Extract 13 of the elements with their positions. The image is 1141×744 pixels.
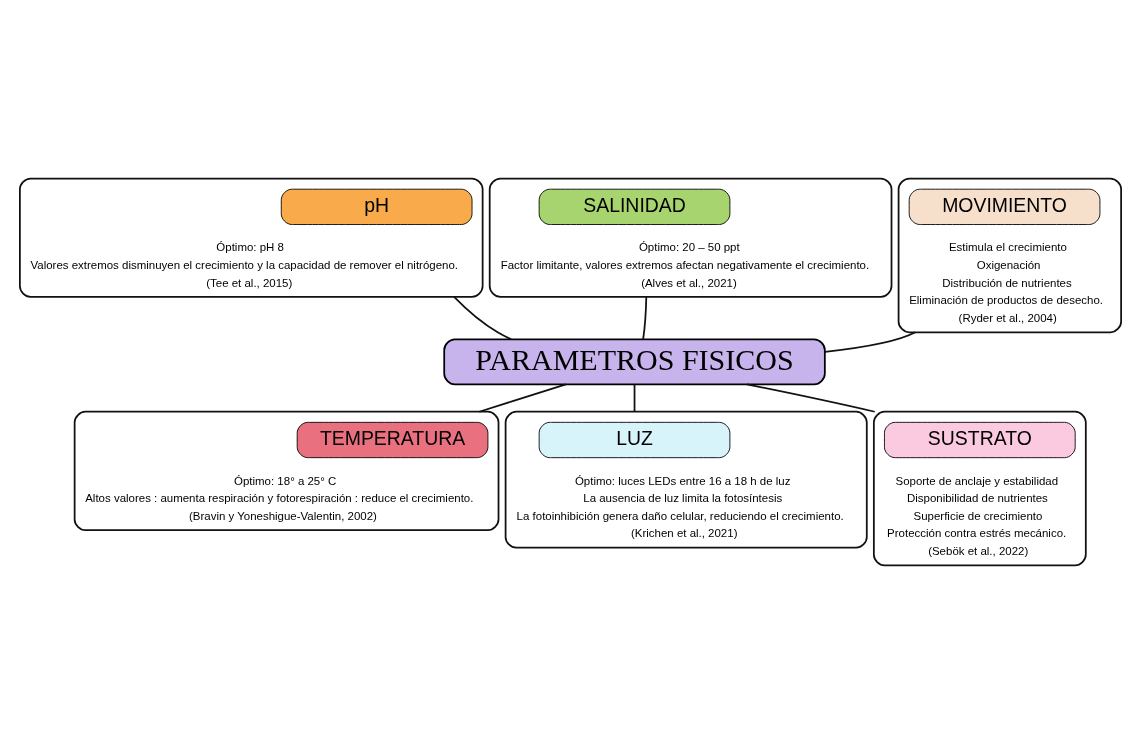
node-box: pH [280, 188, 473, 225]
node-box: MOVIMIENTO [908, 188, 1101, 225]
node-box: TEMPERATURA [296, 421, 489, 459]
connector [746, 383, 876, 413]
connector [633, 383, 636, 413]
node-box: PARAMETROS FISICOS [443, 338, 826, 386]
node-box: SALINIDAD [538, 188, 731, 225]
node-box: LUZ [538, 421, 731, 459]
connector [824, 331, 917, 353]
node-box: SUSTRATO [884, 421, 1076, 459]
connector [642, 296, 648, 341]
connector [453, 296, 512, 341]
connector [478, 383, 567, 413]
